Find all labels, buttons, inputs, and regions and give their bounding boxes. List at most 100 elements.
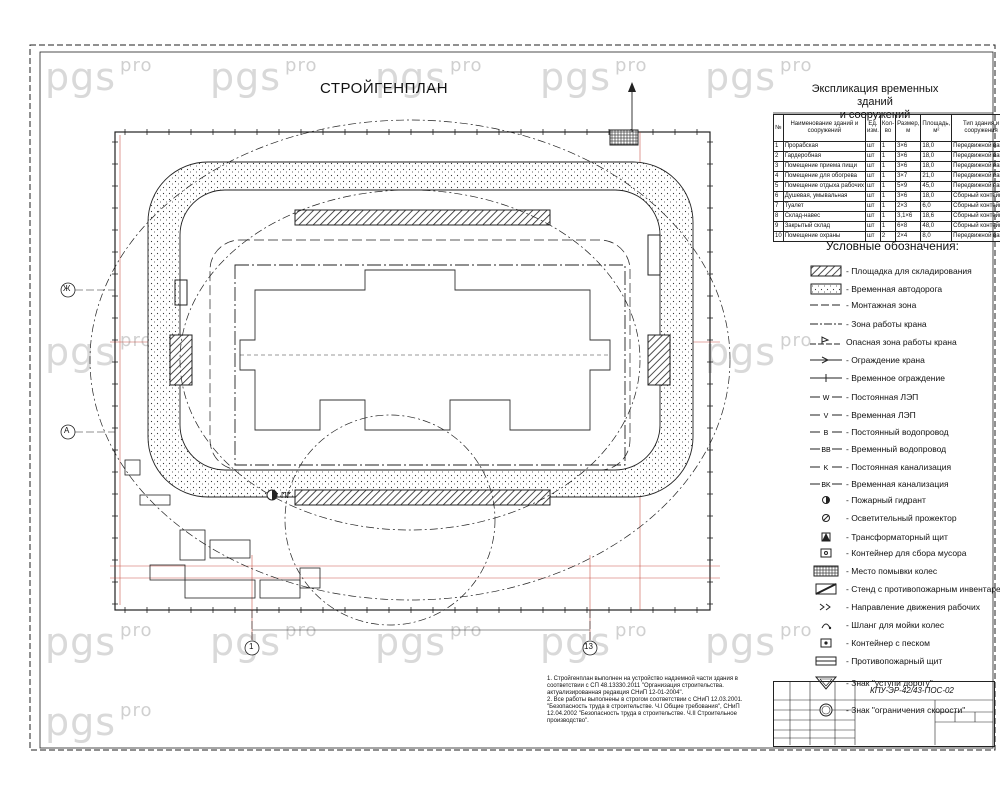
legend-item-label: Опасная зона работы крана [846,337,957,347]
explication-header-3: Кол-во [879,114,897,142]
storage-area-bottom [294,489,551,506]
axis-label-13: 13 [584,642,593,651]
explication-cell-area: 45,0 [920,181,953,192]
explication-cell-n: 5 [773,181,784,192]
explication-cell-area: 18,0 [920,161,953,172]
explication-cell-qty: 1 [879,201,897,212]
legend-item: K- Постоянная канализация [808,460,998,476]
explication-cell-qty: 2 [879,231,897,242]
explication-cell-qty: 1 [879,151,897,162]
site-fence [114,131,711,611]
explication-cell-name: Помещение отдыха рабочих [782,181,866,192]
explication-cell-type: Передвижной вагон [951,171,1000,182]
legend-item: - Трансформаторный щит [808,530,998,546]
explication-cell-type: Сборный контейнер [951,191,1000,202]
explication-cell-size: 5×9 [895,181,922,192]
explication-cell-qty: 1 [879,221,897,232]
legend-item: - Направление движения рабочих [808,600,998,616]
svg-text:W: W [823,395,830,402]
legend-item-label: - Временная ЛЭП [846,410,916,420]
explication-cell-type: Сборный контейнер [951,221,1000,232]
explication-cell-size: 3×6 [895,151,922,162]
explication-cell-n: 8 [773,211,784,222]
triangle-icon [808,676,844,690]
explication-cell-n: 2 [773,151,784,162]
hydrant-label: ПГ [281,491,292,500]
explication-cell-unit: шт [864,161,881,172]
explication-header-6: Тип здания и сооружения [951,114,1000,142]
explication-cell-area: 18,6 [920,211,953,222]
explication-cell-size: 3×6 [895,191,922,202]
explication-cell-n: 6 [773,191,784,202]
fireshield-icon [808,654,844,668]
legend-item-label: - Постоянный водопровод [846,427,949,437]
explication-cell-name: Помещение приема пищи [782,161,866,172]
explication-cell-type: Передвижной вагон [951,161,1000,172]
explication-cell-unit: шт [864,171,881,182]
explication-header-5: Площадь, м² [920,114,953,142]
legend-item-label: - Знак "уступи дорогу" [846,678,933,688]
legend-item: - Противопожарный щит [808,654,998,670]
legend-item: W - Постоянная ЛЭП [808,390,998,406]
legend-item-label: - Временная канализация [846,479,949,489]
general-notes: 1. Стройгенплан выполнен на устройство н… [547,676,762,725]
explication-cell-name: Закрытый склад [782,221,866,232]
explication-cell-area: 6,0 [920,201,953,212]
explication-cell-size: 2×4 [895,231,922,242]
legend-item-label: - Знак "ограничения скорости" [846,705,966,715]
legend-item: Опасная зона работы крана [808,335,998,351]
legend-item: - Зона работы крана [808,317,998,333]
explication-cell-size: 6×8 [895,221,922,232]
transformer-icon [808,530,844,544]
storage-area-left [169,334,193,386]
text-line-icon: W [808,390,844,404]
legend-item-label: - Временное ограждение [846,373,945,383]
explication-cell-name: Помещение для обогрева [782,171,866,182]
crane-fence-icon [808,353,844,367]
storage-area-top [294,209,551,226]
explication-cell-unit: шт [864,181,881,192]
explication-cell-qty: 1 [879,171,897,182]
wheelwash-icon [808,564,844,578]
svg-text:V: V [824,413,829,420]
title-block [773,681,995,747]
legend-item-label: - Постоянная ЛЭП [846,392,919,402]
explication-cell-type: Передвижной вагон [951,181,1000,192]
legend-item-label: - Шланг для мойки колес [846,620,945,630]
firestand-icon [808,582,844,596]
explication-cell-size: 2×3 [895,201,922,212]
legend-item: - Монтажная зона [808,298,998,314]
axis-label-a: А [64,426,70,435]
note-2: 2. Все работы выполнены в строгом соотве… [547,697,743,724]
explication-cell-n: 9 [773,221,784,232]
legend-item: - Шланг для мойки колес [808,618,998,634]
explication-cell-n: 10 [773,231,784,242]
legend-item: - Контейнер для сбора мусора [808,546,998,562]
explication-cell-type: Передвижной вагон [951,151,1000,162]
explication-cell-name: Помещение охраны [782,231,866,242]
explication-cell-area: 48,0 [920,221,953,232]
legend-item: BB- Временный водопровод [808,442,998,458]
legend-item: - Пожарный гидрант [808,493,998,509]
svg-text:K: K [824,465,829,472]
legend-item-label: - Монтажная зона [846,300,917,310]
legend-item: - Временное ограждение [808,371,998,387]
note-1: 1. Стройгенплан выполнен на устройство н… [547,676,738,696]
explication-header-1: Наименование зданий и сооружений [782,114,866,142]
explication-cell-n: 4 [773,171,784,182]
text-line-icon: B [808,425,844,439]
text-line-icon: V [808,408,844,422]
legend-item-label: - Ограждение крана [846,355,925,365]
